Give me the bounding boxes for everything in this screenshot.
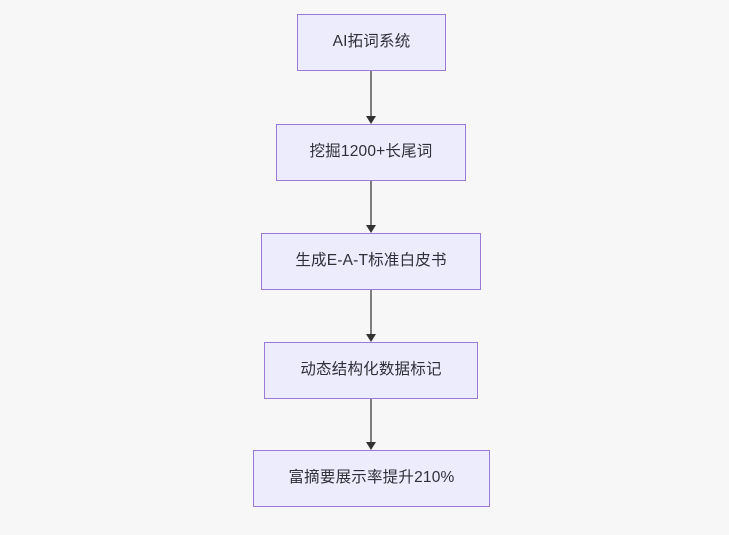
flowchart-node-n2[interactable]: 挖掘1200+长尾词 — [276, 124, 466, 181]
node-label: 挖掘1200+长尾词 — [309, 143, 433, 161]
node-label: AI拓词系统 — [332, 33, 411, 51]
arrowhead-icon — [366, 334, 376, 342]
connector-line — [370, 181, 372, 225]
flowchart-node-n3[interactable]: 生成E-A-T标准白皮书 — [261, 233, 481, 290]
flowchart-node-n4[interactable]: 动态结构化数据标记 — [264, 342, 478, 399]
flowchart-node-n1[interactable]: AI拓词系统 — [297, 14, 446, 71]
node-label: 富摘要展示率提升210% — [288, 469, 455, 487]
flowchart-node-n5[interactable]: 富摘要展示率提升210% — [253, 450, 490, 507]
arrowhead-icon — [366, 116, 376, 124]
arrowhead-icon — [366, 442, 376, 450]
node-label: 动态结构化数据标记 — [300, 361, 442, 379]
arrowhead-icon — [366, 225, 376, 233]
connector-line — [370, 290, 372, 334]
connector-line — [370, 399, 372, 442]
connector-line — [370, 71, 372, 116]
node-label: 生成E-A-T标准白皮书 — [295, 252, 447, 270]
